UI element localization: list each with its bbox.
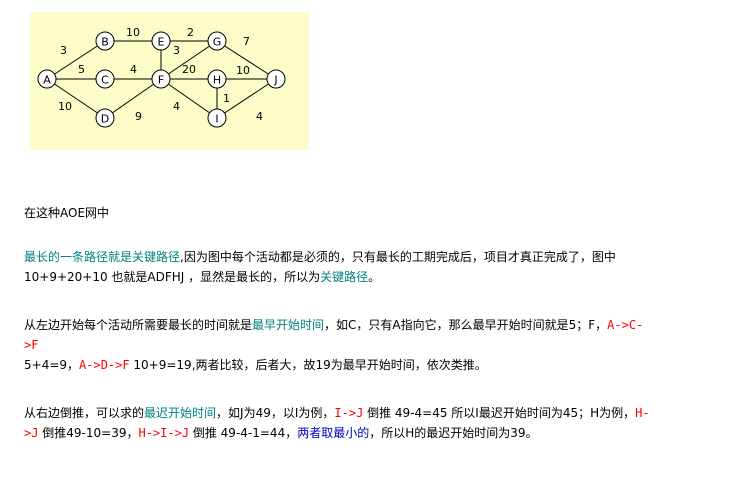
node-a — [37, 69, 57, 89]
earliest-sum-1: 5+4=9， — [24, 358, 80, 372]
paragraph-earliest-start: 从左边开始每个活动所需要最长的时间就是最早开始时间，如C，只有A指向它，那么最早… — [24, 315, 724, 375]
node-d — [95, 108, 115, 128]
node-label-e: E — [158, 36, 165, 49]
node-e — [151, 31, 171, 51]
paragraph-earliest-line3: 5+4=9，A->D->F 10+9=19,两者比较，后者大，故19为最早开始时… — [24, 355, 724, 375]
node-label-b: B — [101, 36, 109, 49]
edge-a-d — [46, 78, 106, 119]
weight-label-a-d: 10 — [58, 100, 72, 113]
critical-path-term-2: 关键路径 — [320, 270, 369, 284]
weight-label-h-i: 1 — [223, 92, 230, 105]
node-label-j: J — [273, 74, 277, 87]
node-label-a: A — [43, 74, 51, 87]
weight-label-f-h: 20 — [182, 63, 196, 76]
node-g — [207, 31, 227, 51]
edge-a-b — [46, 40, 106, 80]
edge-g-j — [216, 40, 277, 80]
node-label-i: I — [215, 113, 218, 126]
critical-path-end: 。 — [368, 270, 381, 284]
latest-conclusion: ，所以H的最迟开始时间为39。 — [369, 426, 538, 440]
latest-calc-3: 倒推 49-4-1=44， — [189, 426, 298, 440]
critical-path-term: 最长的一条路径就是关键路径 — [24, 250, 181, 264]
node-i — [207, 108, 227, 128]
weight-label-h-j: 10 — [236, 64, 250, 77]
critical-path-sum: 10+9+20+10 也就是ADFHJ ，显然是最长的，所以为 — [24, 270, 321, 284]
path-a-c-f-part2: >F — [24, 338, 39, 352]
weight-label-e-f: 3 — [173, 44, 180, 57]
latest-start-term: 最迟开始时间 — [144, 406, 217, 420]
earliest-example: ，如C，只有A指向它，那么最早开始时间就是5；F， — [324, 318, 608, 332]
path-i-j: I->J — [334, 406, 364, 420]
node-f — [151, 69, 171, 89]
path-h-j-part2: >J — [24, 426, 39, 440]
edge-d-f — [104, 78, 162, 119]
weight-label-g-j: 7 — [243, 35, 250, 48]
node-label-c: C — [101, 74, 109, 87]
weight-label-b-e: 10 — [126, 26, 140, 39]
node-label-h: H — [213, 74, 221, 87]
weight-label-a-c: 5 — [78, 63, 85, 76]
paragraph-critical-path-line2: 10+9+20+10 也就是ADFHJ ，显然是最长的，所以为关键路径。 — [24, 267, 724, 287]
intro-text: 在这种AOE网中 — [24, 203, 724, 223]
latest-intro: 从右边倒推，可以求的 — [24, 406, 145, 420]
edge-f-i — [160, 78, 218, 119]
take-minimum-term: 两者取最小的 — [297, 426, 370, 440]
edge-f-g — [160, 40, 218, 80]
graph-nodes: A B C D E F G H I J — [37, 31, 286, 128]
node-c — [95, 69, 115, 89]
paragraph-latest-start: 从右边倒推，可以求的最迟开始时间，如J为49，以I为例，I->J 倒推 49-4… — [24, 403, 724, 443]
intro-heading: 在这种AOE网中 — [24, 206, 110, 220]
weight-label-e-g: 2 — [187, 26, 194, 39]
paragraph-earliest-line2: >F — [24, 335, 724, 355]
node-label-f: F — [158, 74, 164, 87]
latest-calc-2: 倒推49-10=39， — [38, 426, 139, 440]
paragraph-critical-path-line1: 最长的一条路径就是关键路径,因为图中每个活动都是必须的，只有最长的工期完成后，项… — [24, 247, 724, 267]
earliest-compare: 10+9=19,两者比较，后者大，故19为最早开始时间，依次类推。 — [129, 358, 487, 372]
edge-i-j — [216, 78, 277, 119]
weight-label-d-f: 9 — [135, 110, 142, 123]
paragraph-latest-line2: >J 倒推49-10=39，H->I->J 倒推 49-4-1=44，两者取最小… — [24, 423, 724, 443]
earliest-start-term: 最早开始时间 — [252, 318, 325, 332]
weight-label-a-b: 3 — [60, 44, 67, 57]
critical-path-explanation: ,因为图中每个活动都是必须的，只有最长的工期完成后，项目才真正完成了，图中 — [180, 250, 616, 264]
path-a-c-f-part1: A->C- — [607, 318, 644, 332]
node-label-d: D — [101, 113, 109, 126]
paragraph-latest-line1: 从右边倒推，可以求的最迟开始时间，如J为49，以I为例，I->J 倒推 49-4… — [24, 403, 724, 423]
earliest-intro: 从左边开始每个活动所需要最长的时间就是 — [24, 318, 253, 332]
weight-label-c-f: 4 — [130, 63, 137, 76]
node-h — [207, 69, 227, 89]
path-a-d-f: A->D->F — [79, 358, 130, 372]
weight-label-i-j: 4 — [256, 110, 263, 123]
paragraph-earliest-line1: 从左边开始每个活动所需要最长的时间就是最早开始时间，如C，只有A指向它，那么最早… — [24, 315, 724, 335]
path-h-i-j: H->I->J — [138, 426, 190, 440]
paragraph-critical-path: 最长的一条路径就是关键路径,因为图中每个活动都是必须的，只有最长的工期完成后，项… — [24, 247, 724, 287]
path-h-j-part1: H- — [635, 406, 650, 420]
node-j — [266, 69, 286, 89]
node-b — [95, 31, 115, 51]
node-label-g: G — [213, 36, 222, 49]
weight-label-f-i: 4 — [173, 100, 180, 113]
latest-example: ，如J为49，以I为例， — [216, 406, 335, 420]
latest-calc-1: 倒推 49-4=45 所以I最迟开始时间为45；H为例， — [363, 406, 636, 420]
